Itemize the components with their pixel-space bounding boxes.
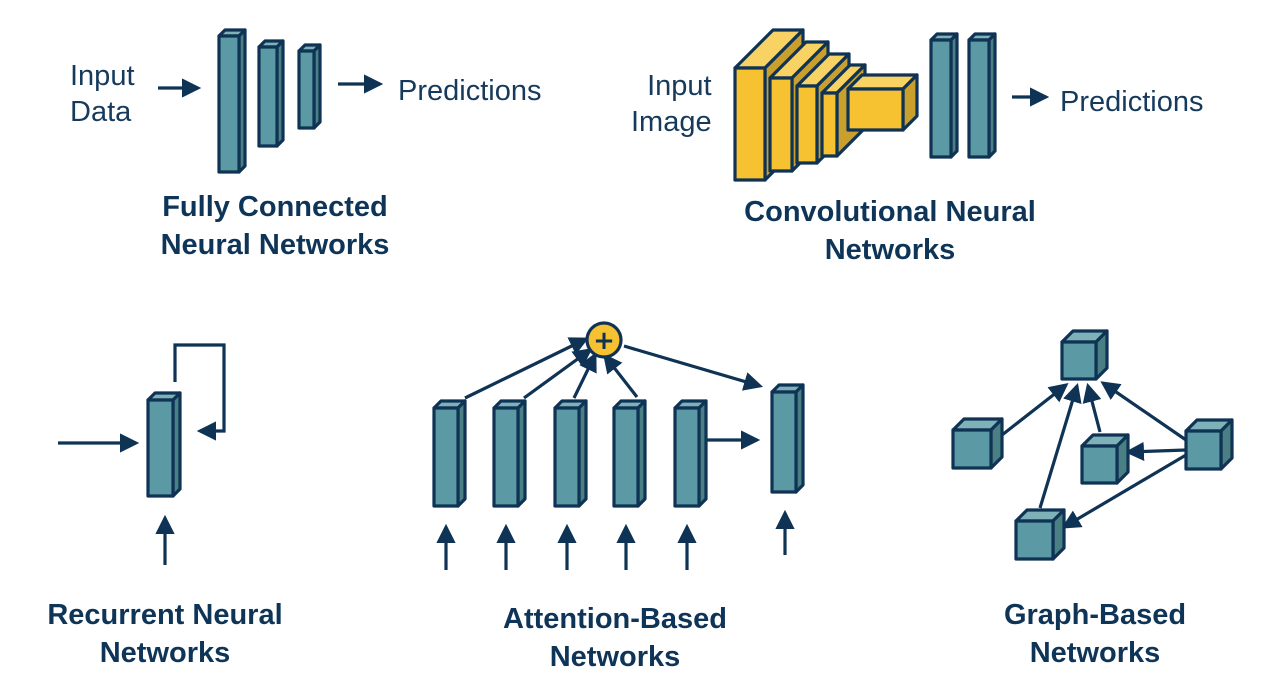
rnn-loop-arrow xyxy=(173,343,226,441)
plus-icon: + xyxy=(593,326,615,356)
attention-title: Attention-Based Networks xyxy=(470,600,760,676)
attention-input-2 xyxy=(492,399,527,508)
attention-output-front xyxy=(770,390,798,494)
graph-node-bottom-front xyxy=(1014,519,1055,561)
attention-input-3 xyxy=(553,399,588,508)
attention-title-line1: Attention-Based xyxy=(503,603,727,635)
fc-title: Fully Connected Neural Networks xyxy=(130,188,420,264)
graph-node-left-front xyxy=(951,428,993,470)
rnn-title-line2: Networks xyxy=(99,637,231,669)
fc-input-line2: Data xyxy=(70,96,132,128)
attention-diagram: + xyxy=(432,321,805,570)
fc-output-label: Predictions xyxy=(398,75,542,107)
graph-node-center xyxy=(1080,433,1130,485)
cnn-conv-layer-2-front xyxy=(768,76,794,173)
graph-edge-right-top xyxy=(1100,381,1187,442)
fc-layer-3-front xyxy=(297,49,316,130)
fc-title-line1: Fully Connected xyxy=(162,191,388,223)
graph-node-left xyxy=(951,417,1004,470)
graph-node-left-side xyxy=(989,417,1004,470)
graph-node-bottom-side xyxy=(1051,508,1066,561)
graph-diagram xyxy=(951,329,1234,561)
attention-input-4 xyxy=(612,399,647,508)
fc-layer-2 xyxy=(257,39,285,148)
fc-layer-1-front xyxy=(217,34,241,174)
attention-input-4-front xyxy=(612,406,640,508)
attention-input-2-front xyxy=(492,406,520,508)
plus-circle-icon xyxy=(585,321,623,359)
attention-to-combine-arrow-4 xyxy=(603,353,639,398)
attention-to-combine-arrow-1 xyxy=(464,337,589,400)
fc-layer-1 xyxy=(217,28,247,174)
cnn-input-label: Input Image xyxy=(631,68,712,140)
attention-input-1 xyxy=(432,399,467,508)
rnn-title: Recurrent Neural Networks xyxy=(20,596,310,672)
graph-title-line1: Graph-Based xyxy=(1003,599,1187,631)
attention-combine-to-output-arrow xyxy=(623,344,764,391)
attention-to-combine-arrow-2 xyxy=(523,348,593,400)
graph-node-right xyxy=(1184,418,1234,471)
graph-node-right-side xyxy=(1219,418,1234,471)
rnn-title-line1: Recurrent Neural xyxy=(47,599,283,631)
attention-input-5 xyxy=(673,399,708,508)
rnn-diagram xyxy=(58,343,226,565)
cnn-conv-layer-3-front xyxy=(795,84,819,165)
graph-title: Graph-Based Networks xyxy=(950,596,1240,672)
fc-layer-3 xyxy=(297,43,322,130)
fc-input-line1: Input xyxy=(70,60,135,92)
graph-node-top xyxy=(1060,329,1109,381)
graph-edge-bottom-top xyxy=(1038,382,1082,509)
graph-node-top-front xyxy=(1060,340,1098,381)
graph-node-center-front xyxy=(1080,444,1119,485)
cnn-diagram xyxy=(733,28,1050,182)
fc-input-label: Input Data xyxy=(70,58,135,130)
graph-node-right-front xyxy=(1184,429,1223,471)
attention-title-line2: Networks xyxy=(549,641,681,673)
graph-edge-center-top xyxy=(1082,382,1102,433)
cnn-title: Convolutional Neural Networks xyxy=(710,193,1070,269)
graph-edge-left-top xyxy=(1001,383,1069,437)
cnn-conv-layer-1-front xyxy=(733,66,767,182)
graph-node-center-side xyxy=(1115,433,1130,485)
cnn-input-line1: Input xyxy=(647,70,712,102)
cnn-input-line2: Image xyxy=(631,106,712,138)
attention-input-3-front xyxy=(553,406,581,508)
cnn-output-label: Predictions xyxy=(1060,86,1204,118)
graph-node-top-side xyxy=(1094,329,1109,381)
cnn-conv-layer-4-front xyxy=(820,91,839,158)
fc-layer-2-front xyxy=(257,45,279,148)
graph-title-line2: Networks xyxy=(1029,637,1161,669)
graph-node-bottom xyxy=(1014,508,1066,561)
attention-input-5-front xyxy=(673,406,701,508)
cnn-dense-layer-1-front xyxy=(929,38,953,159)
attention-output xyxy=(770,383,805,494)
graph-edge-right-bottom xyxy=(1061,453,1187,529)
cnn-title-line2: Networks xyxy=(824,234,956,266)
rnn-cell-front xyxy=(146,398,175,498)
cnn-dense-layer-2 xyxy=(967,32,997,159)
fc-title-line2: Neural Networks xyxy=(160,229,390,261)
attention-combine-node: + xyxy=(585,321,623,359)
rnn-cell xyxy=(146,391,182,498)
cnn-conv-layer-5 xyxy=(846,73,919,132)
graph-edge-right-center xyxy=(1124,441,1187,462)
cnn-dense-layer-2-front xyxy=(967,38,991,159)
fully-connected-diagram xyxy=(158,28,384,174)
attention-to-combine-arrow-3 xyxy=(572,352,597,399)
cnn-dense-layer-1 xyxy=(929,32,959,159)
cnn-title-line1: Convolutional Neural xyxy=(744,196,1036,228)
attention-input-1-front xyxy=(432,406,460,508)
cnn-conv-layer-5-front xyxy=(846,87,905,132)
